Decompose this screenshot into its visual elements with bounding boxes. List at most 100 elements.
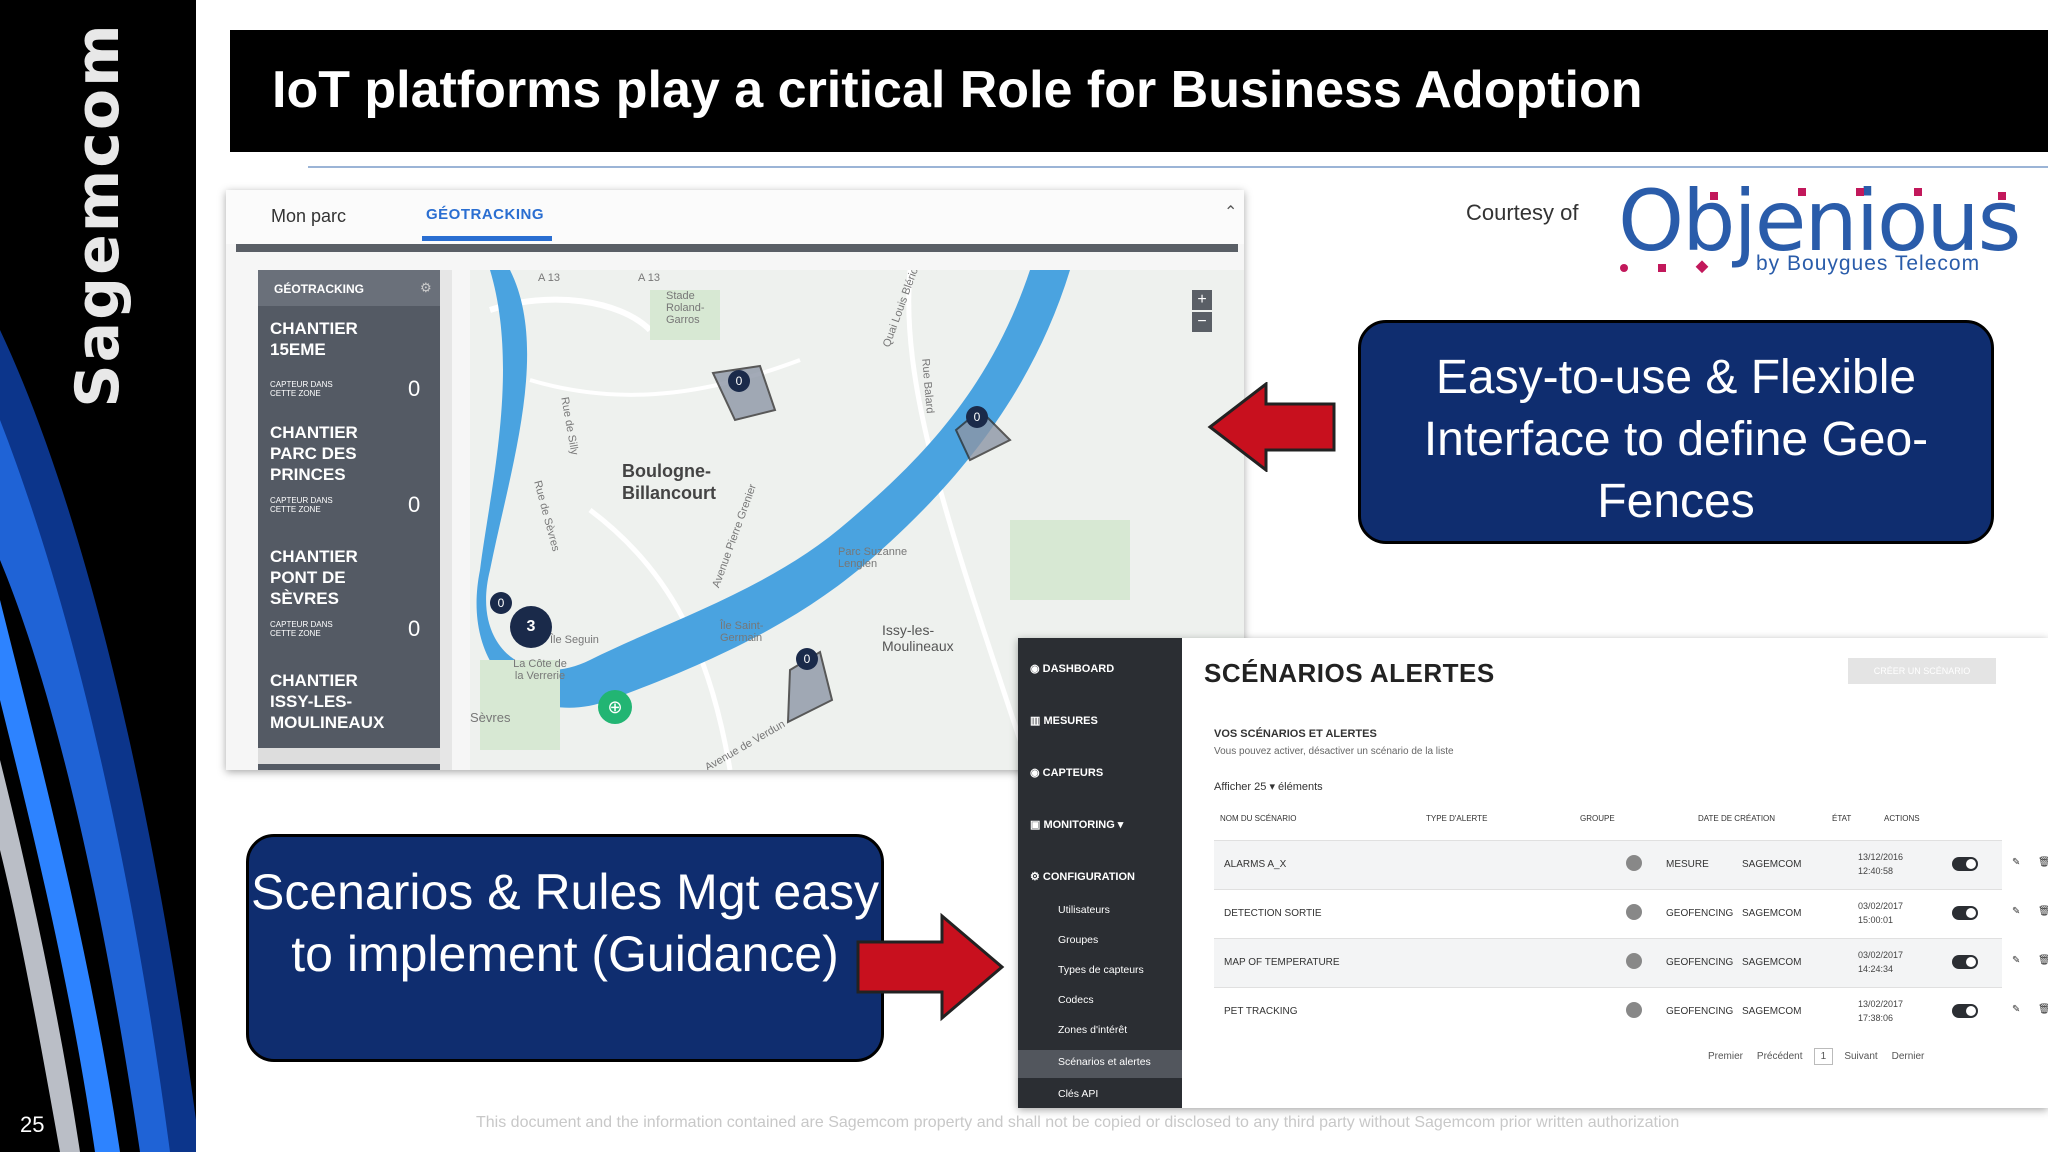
trash-icon[interactable]: 🗑	[2038, 1004, 2048, 1015]
pager-last[interactable]: Dernier	[1891, 1051, 1925, 1062]
map-city-label: Boulogne-Billancourt	[622, 461, 717, 503]
zone-count: 0	[408, 376, 421, 401]
alert-type: GEOFENCING	[1666, 957, 1734, 968]
bell-icon	[1626, 855, 1642, 871]
column-header[interactable]: NOM DU SCÉNARIO	[1220, 814, 1297, 823]
table-row[interactable]: ALARMS A_X MESURE SAGEMCOM 13/12/2016 12…	[1214, 840, 2048, 889]
location-target-icon[interactable]: ⊕	[598, 690, 632, 724]
column-header[interactable]: GROUPE	[1580, 814, 1615, 823]
state-toggle[interactable]	[1952, 1004, 1978, 1018]
pager-next[interactable]: Suivant	[1844, 1051, 1878, 1062]
courtesy-text: Courtesy of	[1466, 200, 1579, 225]
tab-geotracking[interactable]: GÉOTRACKING	[426, 206, 544, 223]
subnav-item[interactable]: Types de capteurs	[1058, 964, 1144, 976]
gear-icon[interactable]: ⚙	[420, 280, 432, 295]
pager-current[interactable]: 1	[1813, 1048, 1834, 1065]
map-label: Sèvres	[470, 710, 511, 725]
zone-item[interactable]: Chantier Issy-les-Moulineaux	[258, 670, 440, 770]
column-header[interactable]: DATE DE CRÉATION	[1698, 814, 1776, 823]
state-toggle[interactable]	[1952, 857, 1978, 871]
column-header[interactable]: ÉTAT	[1832, 814, 1852, 823]
pager-first[interactable]: Premier	[1708, 1051, 1744, 1062]
vertical-scrollbar[interactable]	[440, 270, 452, 770]
edit-icon[interactable]: ✎	[2012, 906, 2021, 917]
zone-marker[interactable]: 0	[490, 592, 512, 614]
zone-marker[interactable]: 0	[796, 648, 818, 670]
zone-item[interactable]: Chantier 15eme CAPTEUR DANS CETTE ZONE 0	[258, 318, 440, 438]
zone-item[interactable]: Chantier Parc des Princes CAPTEUR DANS C…	[258, 422, 440, 542]
tab-divider	[236, 244, 1238, 252]
create-scenario-button[interactable]: CRÉER UN SCÉNARIO	[1848, 658, 1996, 684]
tab-mon-parc[interactable]: Mon parc	[271, 206, 347, 226]
map-label: Île Seguin	[550, 634, 599, 646]
slide-title: IoT platforms play a critical Role for B…	[272, 61, 1643, 119]
brand-logo: Sagemcom	[63, 22, 133, 408]
zone-name: Chantier Pont de Sèvres	[270, 547, 358, 608]
map-label: Stade Roland-Garros	[666, 290, 705, 326]
zone-marker[interactable]: 0	[728, 370, 750, 392]
pin-icon	[1626, 904, 1642, 920]
scenario-name: ALARMS A_X	[1224, 859, 1287, 870]
trash-icon[interactable]: 🗑	[2038, 906, 2048, 917]
brand-sidebar: Sagemcom 25	[0, 0, 196, 1152]
zone-count: 0	[408, 616, 421, 641]
subnav-item[interactable]: Groupes	[1058, 934, 1099, 946]
state-toggle[interactable]	[1952, 955, 1978, 969]
nav-dashboard[interactable]: ◉ DASHBOARD	[1030, 663, 1115, 675]
nav-mesures[interactable]: ▥ MESURES	[1030, 715, 1098, 727]
pin-icon	[1626, 1002, 1642, 1018]
page-title: SCÉNARIOS ALERTES	[1204, 658, 1495, 688]
subnav-item[interactable]: Zones d'intérêt	[1058, 1024, 1128, 1036]
edit-icon[interactable]: ✎	[2012, 857, 2021, 868]
subnav-item[interactable]: Codecs	[1058, 994, 1094, 1006]
pager-prev[interactable]: Précédent	[1756, 1051, 1803, 1062]
creation-date: 03/02/2017	[1858, 950, 1904, 960]
subnav-active-bg	[1018, 1050, 1182, 1078]
table-row[interactable]: PET TRACKING GEOFENCING SAGEMCOM 13/02/2…	[1214, 987, 2048, 1036]
cluster-marker[interactable]: 3	[510, 606, 552, 648]
subnav-item-active[interactable]: Scénarios et alertes	[1058, 1056, 1151, 1068]
horizontal-scrollbar[interactable]	[258, 748, 440, 764]
group: SAGEMCOM	[1742, 908, 1802, 919]
creation-time: 17:38:06	[1858, 1013, 1894, 1023]
zone-count: 0	[408, 492, 421, 517]
title-divider	[308, 166, 2048, 168]
monitor-icon: ▣	[1030, 819, 1044, 831]
table-row[interactable]: MAP OF TEMPERATURE GEOFENCING SAGEMCOM 0…	[1214, 938, 2048, 987]
nav-configuration[interactable]: ⚙ CONFIGURATION	[1030, 871, 1135, 883]
edit-icon[interactable]: ✎	[2012, 1004, 2021, 1015]
edit-icon[interactable]: ✎	[2012, 955, 2021, 966]
scenario-name: MAP OF TEMPERATURE	[1224, 957, 1340, 968]
zoom-in-button[interactable]: +	[1192, 290, 1212, 310]
pin-icon	[1626, 953, 1642, 969]
map-label: Île Saint-Germain	[720, 620, 764, 644]
trash-icon[interactable]: 🗑	[2038, 857, 2048, 868]
zone-item[interactable]: Chantier Pont de Sèvres CAPTEUR DANS CET…	[258, 546, 440, 666]
panel-title: GÉOTRACKING	[258, 270, 440, 306]
callout-scenarios: Scenarios & Rules Mgt easy to implement …	[246, 834, 884, 1062]
footer-disclaimer: This document and the information contai…	[476, 1114, 1680, 1131]
callout-geofence: Easy-to-use & Flexible Interface to defi…	[1358, 320, 1994, 544]
state-toggle[interactable]	[1952, 906, 1978, 920]
scenario-name: PET TRACKING	[1224, 1006, 1298, 1017]
geotracking-screenshot: Mon parc GÉOTRACKING ⌃ GÉOTRACKING ⚙ Cha…	[226, 190, 1244, 770]
creation-time: 14:24:34	[1858, 964, 1894, 974]
column-header[interactable]: TYPE D'ALERTE	[1426, 814, 1488, 823]
table-row[interactable]: DETECTION SORTIE GEOFENCING SAGEMCOM 03/…	[1214, 889, 2048, 938]
map-label: Issy-les-Moulineaux	[882, 622, 954, 654]
zone-marker[interactable]: 0	[966, 406, 988, 428]
subnav-item[interactable]: Utilisateurs	[1058, 904, 1110, 916]
creation-time: 15:00:01	[1858, 915, 1894, 925]
subnav-item[interactable]: Clés API	[1058, 1088, 1099, 1100]
zoom-out-button[interactable]: −	[1192, 312, 1212, 332]
nav-capteurs[interactable]: ◉ CAPTEURS	[1030, 767, 1104, 779]
creation-time: 12:40:58	[1858, 866, 1894, 876]
trash-icon[interactable]: 🗑	[2038, 955, 2048, 966]
group: SAGEMCOM	[1742, 859, 1802, 870]
zone-caption: CAPTEUR DANS CETTE ZONE	[270, 380, 333, 398]
chevron-up-icon[interactable]: ⌃	[1224, 204, 1238, 221]
zone-name: Chantier Parc des Princes	[270, 423, 358, 484]
nav-monitoring[interactable]: ▣ MONITORING ▾	[1030, 819, 1124, 831]
page-size-select[interactable]: Afficher 25 ▾ éléments	[1214, 781, 1323, 793]
map-label: La Côte de la Verrerie	[513, 658, 567, 682]
